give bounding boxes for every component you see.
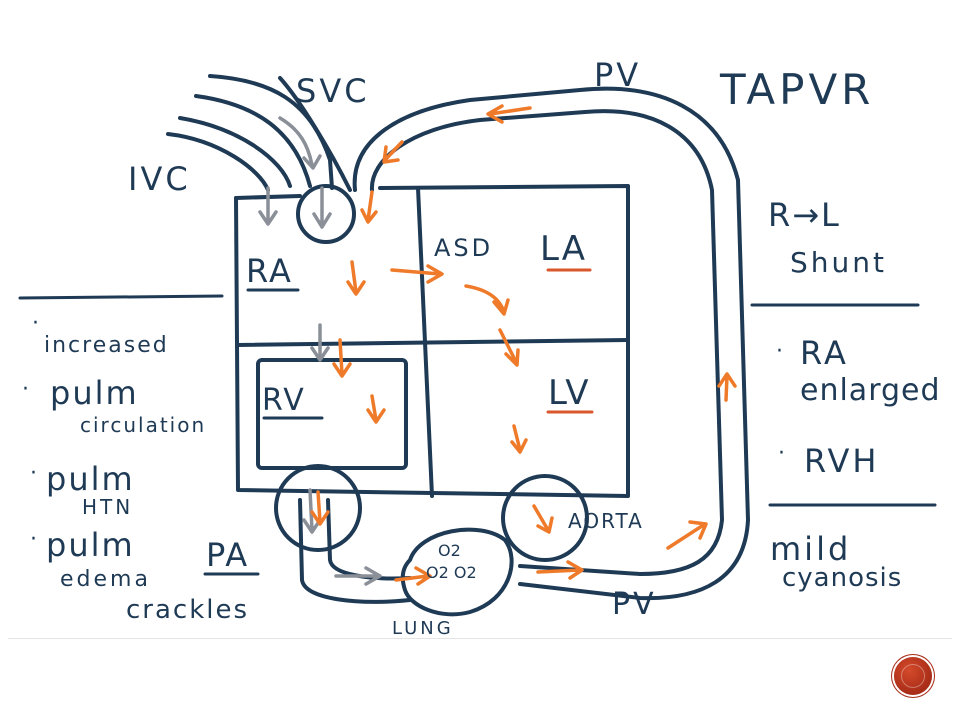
lv-label: LV xyxy=(548,373,590,413)
note-htn: HTN xyxy=(82,495,133,519)
note-bullet: · xyxy=(32,311,39,336)
note-bullet: · xyxy=(22,377,29,402)
pv-top-label: PV xyxy=(594,56,641,94)
slide-nav-button[interactable] xyxy=(894,657,932,695)
note-bullet: · xyxy=(778,441,785,466)
asd-label: ASD xyxy=(434,234,493,262)
la-label: LA xyxy=(540,229,587,269)
note-enlarged: enlarged xyxy=(800,373,941,408)
pa-label: PA xyxy=(206,536,249,574)
lung-label: LUNG xyxy=(392,618,454,639)
pa-to-lung-inner xyxy=(326,498,412,581)
svc-label: SVC xyxy=(296,72,370,110)
aorta-circle xyxy=(501,474,589,562)
ra-label: RA xyxy=(246,252,293,290)
lung-outline xyxy=(400,527,514,617)
rv-label: RV xyxy=(262,383,306,418)
left-notes: · increased · pulm circulation · pulm HT… xyxy=(22,311,249,625)
pulmonary-vein-loop xyxy=(352,86,750,601)
note-pulm-1: pulm xyxy=(50,374,139,412)
aorta-label: AORTA xyxy=(568,509,644,533)
note-ra: RA xyxy=(800,334,849,372)
pa-circle xyxy=(274,464,362,552)
footer-divider xyxy=(8,638,952,639)
oxygenated-arrows xyxy=(310,104,737,586)
note-rvh: RVH xyxy=(804,442,879,480)
o2-label-bottom: O2 O2 xyxy=(426,563,477,582)
deoxygenated-arrows xyxy=(258,116,382,586)
note-shunt-direction: R→L xyxy=(768,196,841,234)
note-circulation: circulation xyxy=(80,413,206,437)
vena-cava-lines xyxy=(166,74,352,192)
note-increased: increased xyxy=(44,333,169,358)
note-shunt: Shunt xyxy=(790,246,887,279)
ra-inflow-circle xyxy=(296,184,356,244)
note-pulm-3: pulm xyxy=(46,526,135,564)
diagram-title: TAPVR xyxy=(719,65,874,114)
note-pulm-2: pulm xyxy=(46,460,135,498)
ivc-label: IVC xyxy=(128,160,191,198)
note-edema: edema xyxy=(60,567,151,592)
note-bullet: · xyxy=(776,339,783,364)
note-crackles: crackles xyxy=(126,595,249,625)
pv-bottom-label: PV xyxy=(612,587,657,622)
pa-to-lung xyxy=(298,498,412,604)
o2-label-top: O2 xyxy=(438,541,461,560)
note-bullet: · xyxy=(30,527,37,552)
heart-outline xyxy=(234,184,630,498)
note-bullet: · xyxy=(30,461,37,486)
left-divider xyxy=(18,294,224,300)
note-mild: mild xyxy=(770,530,851,568)
right-notes: R→L Shunt · RA enlarged · RVH mild cyano… xyxy=(768,196,941,593)
note-cyanosis: cyanosis xyxy=(782,563,902,593)
